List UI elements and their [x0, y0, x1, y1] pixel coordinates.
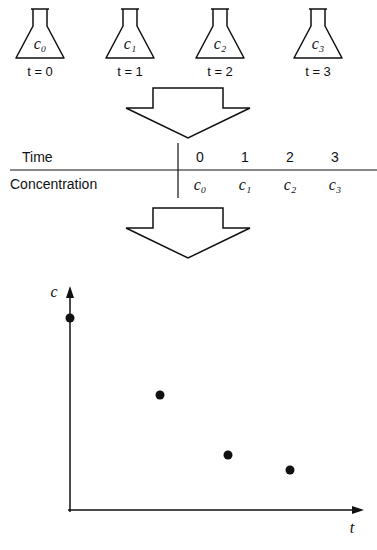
table-header: Time: [22, 150, 53, 165]
table-cell: c₃: [329, 176, 342, 194]
flask-outline: [192, 6, 248, 62]
axis-label: c: [50, 283, 57, 301]
concentration-symbol: c₀: [12, 35, 68, 53]
table-rule: [10, 169, 377, 170]
table-cell: 0: [196, 150, 204, 165]
data-point: [224, 451, 233, 460]
table-cell: c₂: [284, 176, 297, 194]
axis-arrowhead: [352, 506, 364, 514]
flask: c₁ t = 1: [102, 6, 158, 82]
data-point: [66, 314, 75, 323]
table-cell: c₁: [239, 176, 252, 194]
data-point: [286, 466, 295, 475]
table-cell: 3: [331, 150, 339, 165]
table-cell: 2: [286, 150, 294, 165]
flask-outline: [12, 6, 68, 62]
flask-outline: [290, 6, 346, 62]
down-arrow: [126, 208, 250, 258]
time-label: t = 2: [192, 65, 248, 79]
time-label: t = 1: [102, 65, 158, 79]
data-point: [156, 391, 165, 400]
table-header: Concentration: [10, 177, 97, 192]
down-arrow: [126, 88, 250, 138]
flask: c₀ t = 0: [12, 6, 68, 82]
concentration-symbol: c₃: [290, 35, 346, 53]
time-label: t = 3: [290, 65, 346, 79]
flask: c₃ t = 3: [290, 6, 346, 82]
x-axis: [68, 509, 354, 511]
axis-label: t: [350, 519, 354, 537]
flask: c₂ t = 2: [192, 6, 248, 82]
time-label: t = 0: [12, 65, 68, 79]
concentration-symbol: c₂: [192, 35, 248, 53]
flask-outline: [102, 6, 158, 62]
table-cell: c₀: [194, 176, 207, 194]
axis-arrowhead: [66, 286, 74, 298]
concentration-symbol: c₁: [102, 35, 158, 53]
y-axis: [69, 296, 71, 512]
table-cell: 1: [241, 150, 249, 165]
